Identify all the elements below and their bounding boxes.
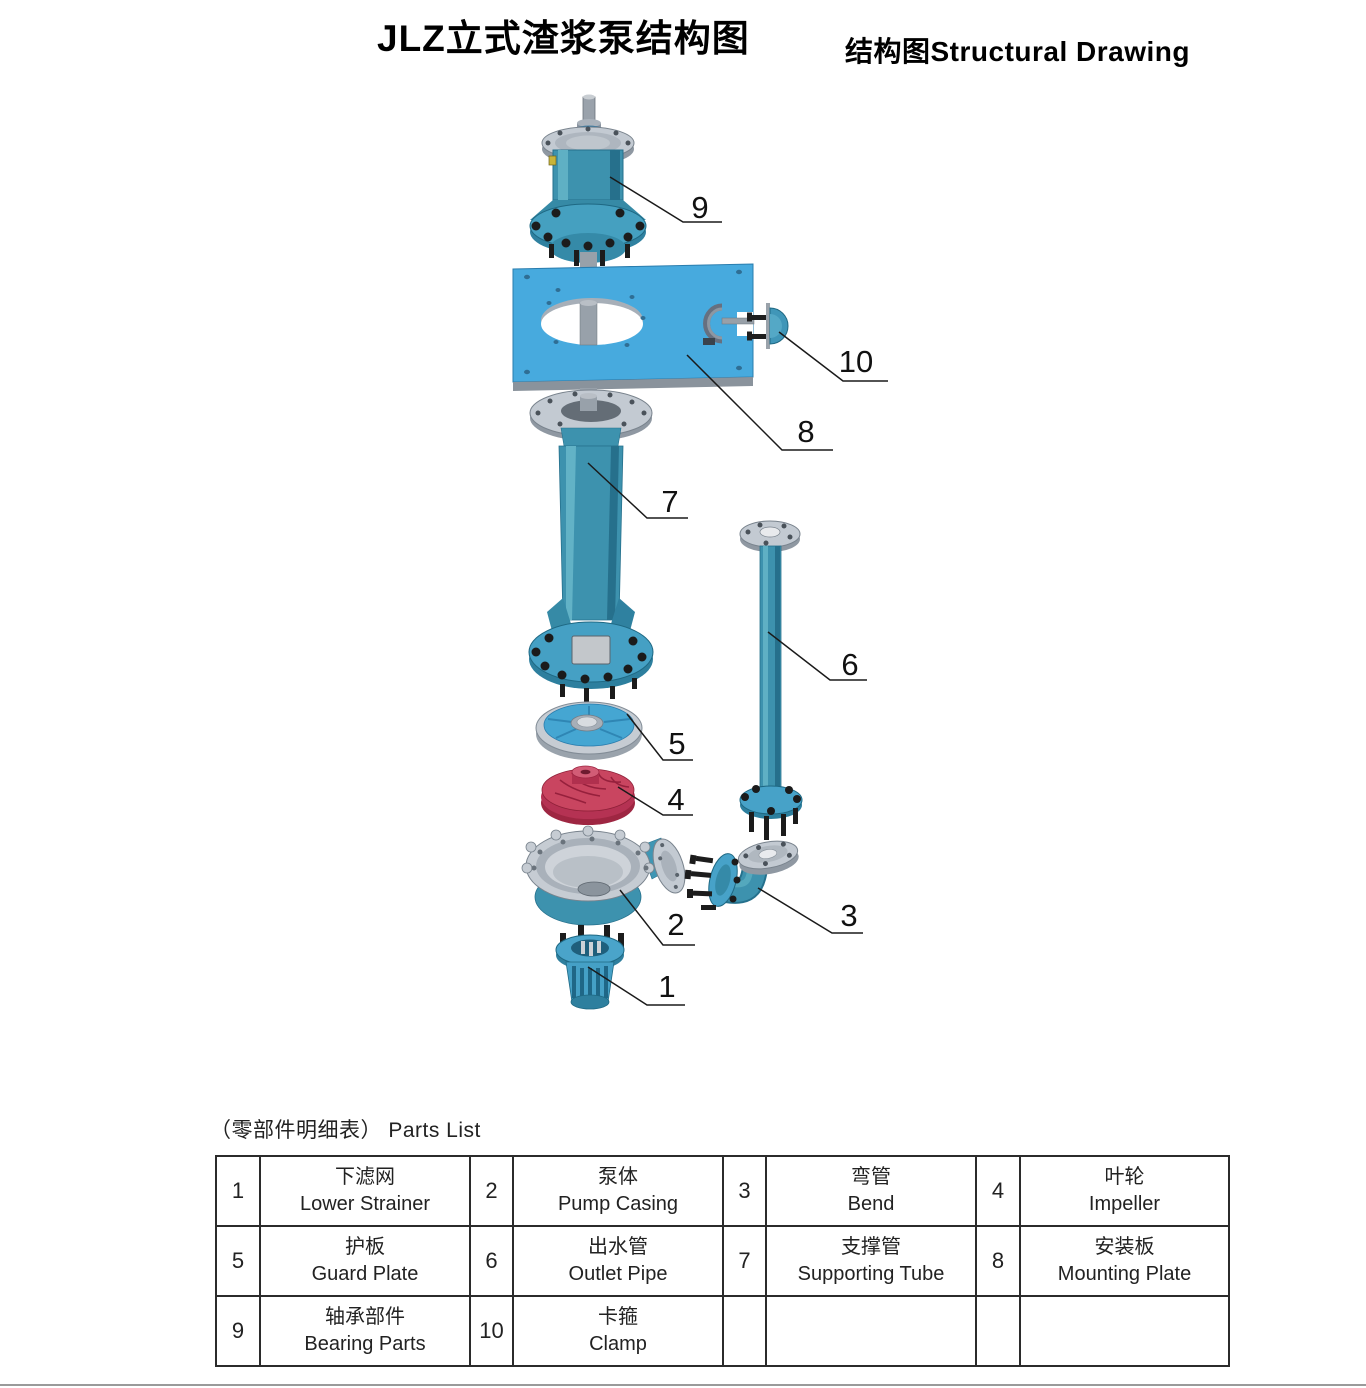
callout-10: 10 xyxy=(838,344,874,379)
part-name-cn: 轴承部件 xyxy=(325,1306,405,1328)
empty-name-cell xyxy=(765,1295,977,1367)
bend-top-flange xyxy=(737,840,799,875)
part-name-cell: 叶轮 Impeller xyxy=(1019,1155,1230,1227)
part-name-cn: 卡箍 xyxy=(598,1306,638,1328)
part-name-cn: 下滤网 xyxy=(335,1166,395,1188)
part-name-cn: 泵体 xyxy=(598,1166,638,1188)
part-name-cell: 安装板 Mounting Plate xyxy=(1019,1225,1230,1297)
supporting-tube-drawing xyxy=(528,389,654,702)
bearing-flange-bolts xyxy=(531,208,645,266)
callout-6: 6 xyxy=(841,647,859,682)
callout-2: 2 xyxy=(667,907,685,942)
part-name-cell: 卡箍 Clamp xyxy=(512,1295,724,1367)
part-number-cell: 7 xyxy=(722,1225,767,1297)
discharge-flange xyxy=(652,838,686,894)
leader-line-7 xyxy=(587,462,688,519)
guard-plate-ribs xyxy=(547,706,631,739)
leader-line-8 xyxy=(686,354,833,451)
part-name-en: Lower Strainer xyxy=(299,1193,431,1215)
tube-flange-bolt-holes xyxy=(535,391,647,427)
part-number-cell: 1 xyxy=(215,1155,261,1227)
part-name-cn: 安装板 xyxy=(1094,1236,1155,1258)
bend-drawing xyxy=(684,840,799,910)
casing-lugs xyxy=(521,825,655,874)
part-number-cell: 5 xyxy=(215,1225,261,1297)
part-name-en: Pump Casing xyxy=(557,1193,679,1215)
parts-table-row: 9 轴承部件 Bearing Parts 10 卡箍 Clamp xyxy=(215,1295,1230,1367)
part-name-en: Guard Plate xyxy=(311,1263,419,1285)
casing-bolt-holes xyxy=(531,836,649,871)
leader-line-5 xyxy=(626,713,693,761)
outlet-flange-bolts xyxy=(741,785,801,840)
leader-lines xyxy=(587,176,888,1006)
part-number-cell: 9 xyxy=(215,1295,261,1367)
callout-7: 7 xyxy=(661,484,679,519)
lower-strainer-drawing xyxy=(555,925,625,1010)
outlet-pipe-drawing xyxy=(739,520,803,840)
strainer-slots xyxy=(572,966,608,1001)
part-name-en: Impeller xyxy=(1088,1193,1161,1215)
part-name-cn: 叶轮 xyxy=(1104,1166,1145,1188)
part-number-cell: 6 xyxy=(469,1225,514,1297)
part-number-cell: 2 xyxy=(469,1155,514,1227)
leader-line-9 xyxy=(609,176,722,223)
part-name-cn: 弯管 xyxy=(851,1166,891,1188)
empty-number-cell xyxy=(722,1295,767,1367)
page-bottom-rule xyxy=(0,1384,1366,1386)
part-name-cell: 出水管 Outlet Pipe xyxy=(512,1225,724,1297)
part-name-en: Outlet Pipe xyxy=(568,1263,668,1285)
part-name-cell: 护板 Guard Plate xyxy=(259,1225,471,1297)
part-name-en: Supporting Tube xyxy=(797,1263,945,1285)
leader-line-6 xyxy=(767,631,867,681)
leader-line-4 xyxy=(617,786,693,816)
part-name-en: Bearing Parts xyxy=(304,1333,426,1355)
parts-table-row: 1 下滤网 Lower Strainer 2 泵体 Pump Casing 3 … xyxy=(215,1155,1230,1227)
part-name-cell: 下滤网 Lower Strainer xyxy=(259,1155,471,1227)
callout-3: 3 xyxy=(840,898,858,933)
part-number-cell: 8 xyxy=(975,1225,1021,1297)
plate-bolt-holes xyxy=(524,269,742,375)
leader-line-3 xyxy=(757,887,863,934)
parts-table: 1 下滤网 Lower Strainer 2 泵体 Pump Casing 3 … xyxy=(215,1155,1230,1367)
leader-line-10 xyxy=(778,331,888,382)
part-name-cn: 支撑管 xyxy=(841,1236,901,1258)
part-name-cn: 出水管 xyxy=(588,1236,648,1258)
callout-8: 8 xyxy=(797,414,815,449)
tube-flange-bolts xyxy=(531,633,647,702)
parts-list-caption: （零部件明细表） Parts List xyxy=(210,1119,481,1142)
part-number-cell: 4 xyxy=(975,1155,1021,1227)
callout-4: 4 xyxy=(667,782,685,817)
pump-casing-drawing xyxy=(521,825,686,926)
guard-plate-drawing xyxy=(535,701,643,760)
callout-1: 1 xyxy=(658,969,676,1004)
exploded-view-diagram xyxy=(512,94,888,1010)
bend-studs xyxy=(684,854,741,910)
callout-5: 5 xyxy=(668,726,686,761)
part-name-cell: 轴承部件 Bearing Parts xyxy=(259,1295,471,1367)
part-number-cell: 3 xyxy=(722,1155,767,1227)
part-name-en: Mounting Plate xyxy=(1057,1263,1192,1285)
mounting-plate-drawing xyxy=(512,263,755,391)
callout-9: 9 xyxy=(691,190,709,225)
leader-line-2 xyxy=(619,889,695,946)
part-name-cell: 泵体 Pump Casing xyxy=(512,1155,724,1227)
part-name-cell: 弯管 Bend xyxy=(765,1155,977,1227)
part-name-en: Clamp xyxy=(589,1333,647,1355)
page-title: JLZ立式渣浆泵结构图 xyxy=(377,18,750,59)
impeller-drawing xyxy=(541,765,635,825)
empty-name-cell xyxy=(1019,1295,1230,1367)
part-name-cn: 护板 xyxy=(345,1236,385,1258)
empty-number-cell xyxy=(975,1295,1021,1367)
page-subtitle: 结构图Structural Drawing xyxy=(845,36,1190,67)
part-name-en: Bend xyxy=(847,1193,895,1215)
leader-line-1 xyxy=(587,966,685,1006)
parts-table-row: 5 护板 Guard Plate 6 出水管 Outlet Pipe 7 支撑管… xyxy=(215,1225,1230,1297)
bearing-parts-drawing xyxy=(529,94,647,266)
part-number-cell: 10 xyxy=(469,1295,514,1367)
part-name-cell: 支撑管 Supporting Tube xyxy=(765,1225,977,1297)
